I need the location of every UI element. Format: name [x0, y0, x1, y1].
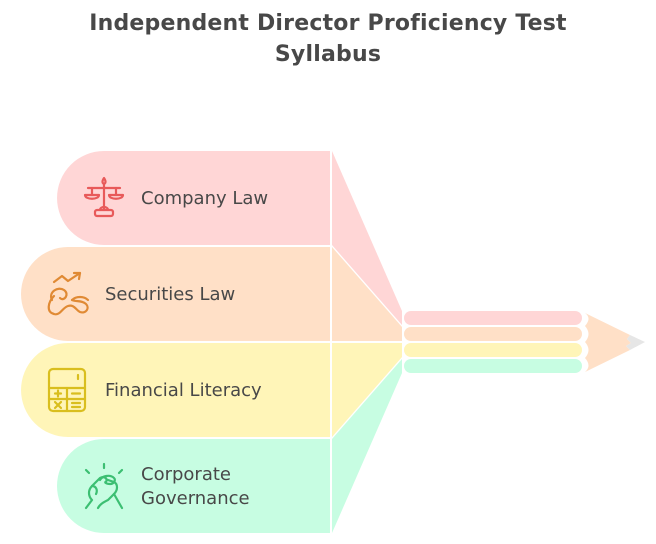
pencil-tip — [585, 313, 645, 372]
segment-corporate-governance — [57, 359, 582, 533]
segment-financial-literacy — [21, 343, 582, 437]
title-line-2: Syllabus — [274, 42, 382, 67]
diagram-title: Independent Director Proficiency Test Sy… — [0, 8, 656, 70]
label-securities-law: Securities Law — [105, 284, 236, 305]
growth-chart-hands-icon — [47, 271, 90, 316]
segment-securities-law — [21, 247, 582, 341]
label-corporate-governance-line-1: Corporate — [141, 464, 231, 485]
label-corporate-governance-line-2: Governance — [141, 488, 250, 509]
segment-company-law — [57, 151, 582, 325]
title-line-1: Independent Director Proficiency Test — [89, 11, 567, 36]
scales-of-justice-icon — [83, 176, 125, 218]
label-corporate-governance: Corporate Governance — [141, 463, 250, 511]
label-financial-literacy: Financial Literacy — [105, 380, 262, 401]
handshake-icon — [84, 462, 124, 510]
calculator-icon — [47, 367, 87, 413]
graphite-tip — [626, 335, 645, 350]
label-company-law: Company Law — [141, 188, 269, 209]
